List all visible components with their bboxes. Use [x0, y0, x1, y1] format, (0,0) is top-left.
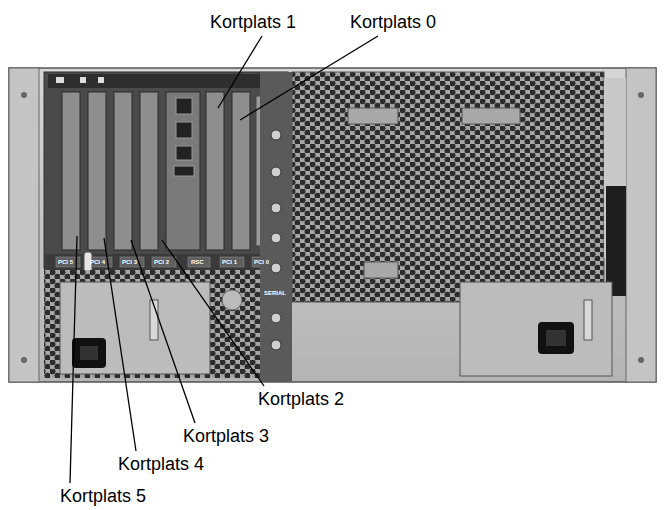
slot-label: RSC: [191, 259, 204, 265]
slot-label: PCI 0: [254, 259, 269, 265]
slot-label: PCI 2: [154, 259, 169, 265]
callout-label: Kortplats 1: [210, 13, 296, 31]
callout-label: Kortplats 0: [350, 13, 436, 31]
port-label: SERIAL: [264, 290, 286, 296]
slot-label: PCI 5: [58, 259, 73, 265]
callout-label: Kortplats 4: [118, 455, 204, 473]
callout-label: Kortplats 5: [60, 487, 146, 505]
slot-label: PCI 4: [90, 259, 105, 265]
callout-label: Kortplats 3: [183, 427, 269, 445]
slot-label: PCI 1: [222, 259, 237, 265]
slot-label: PCI 3: [122, 259, 137, 265]
callout-label: Kortplats 2: [258, 390, 344, 408]
